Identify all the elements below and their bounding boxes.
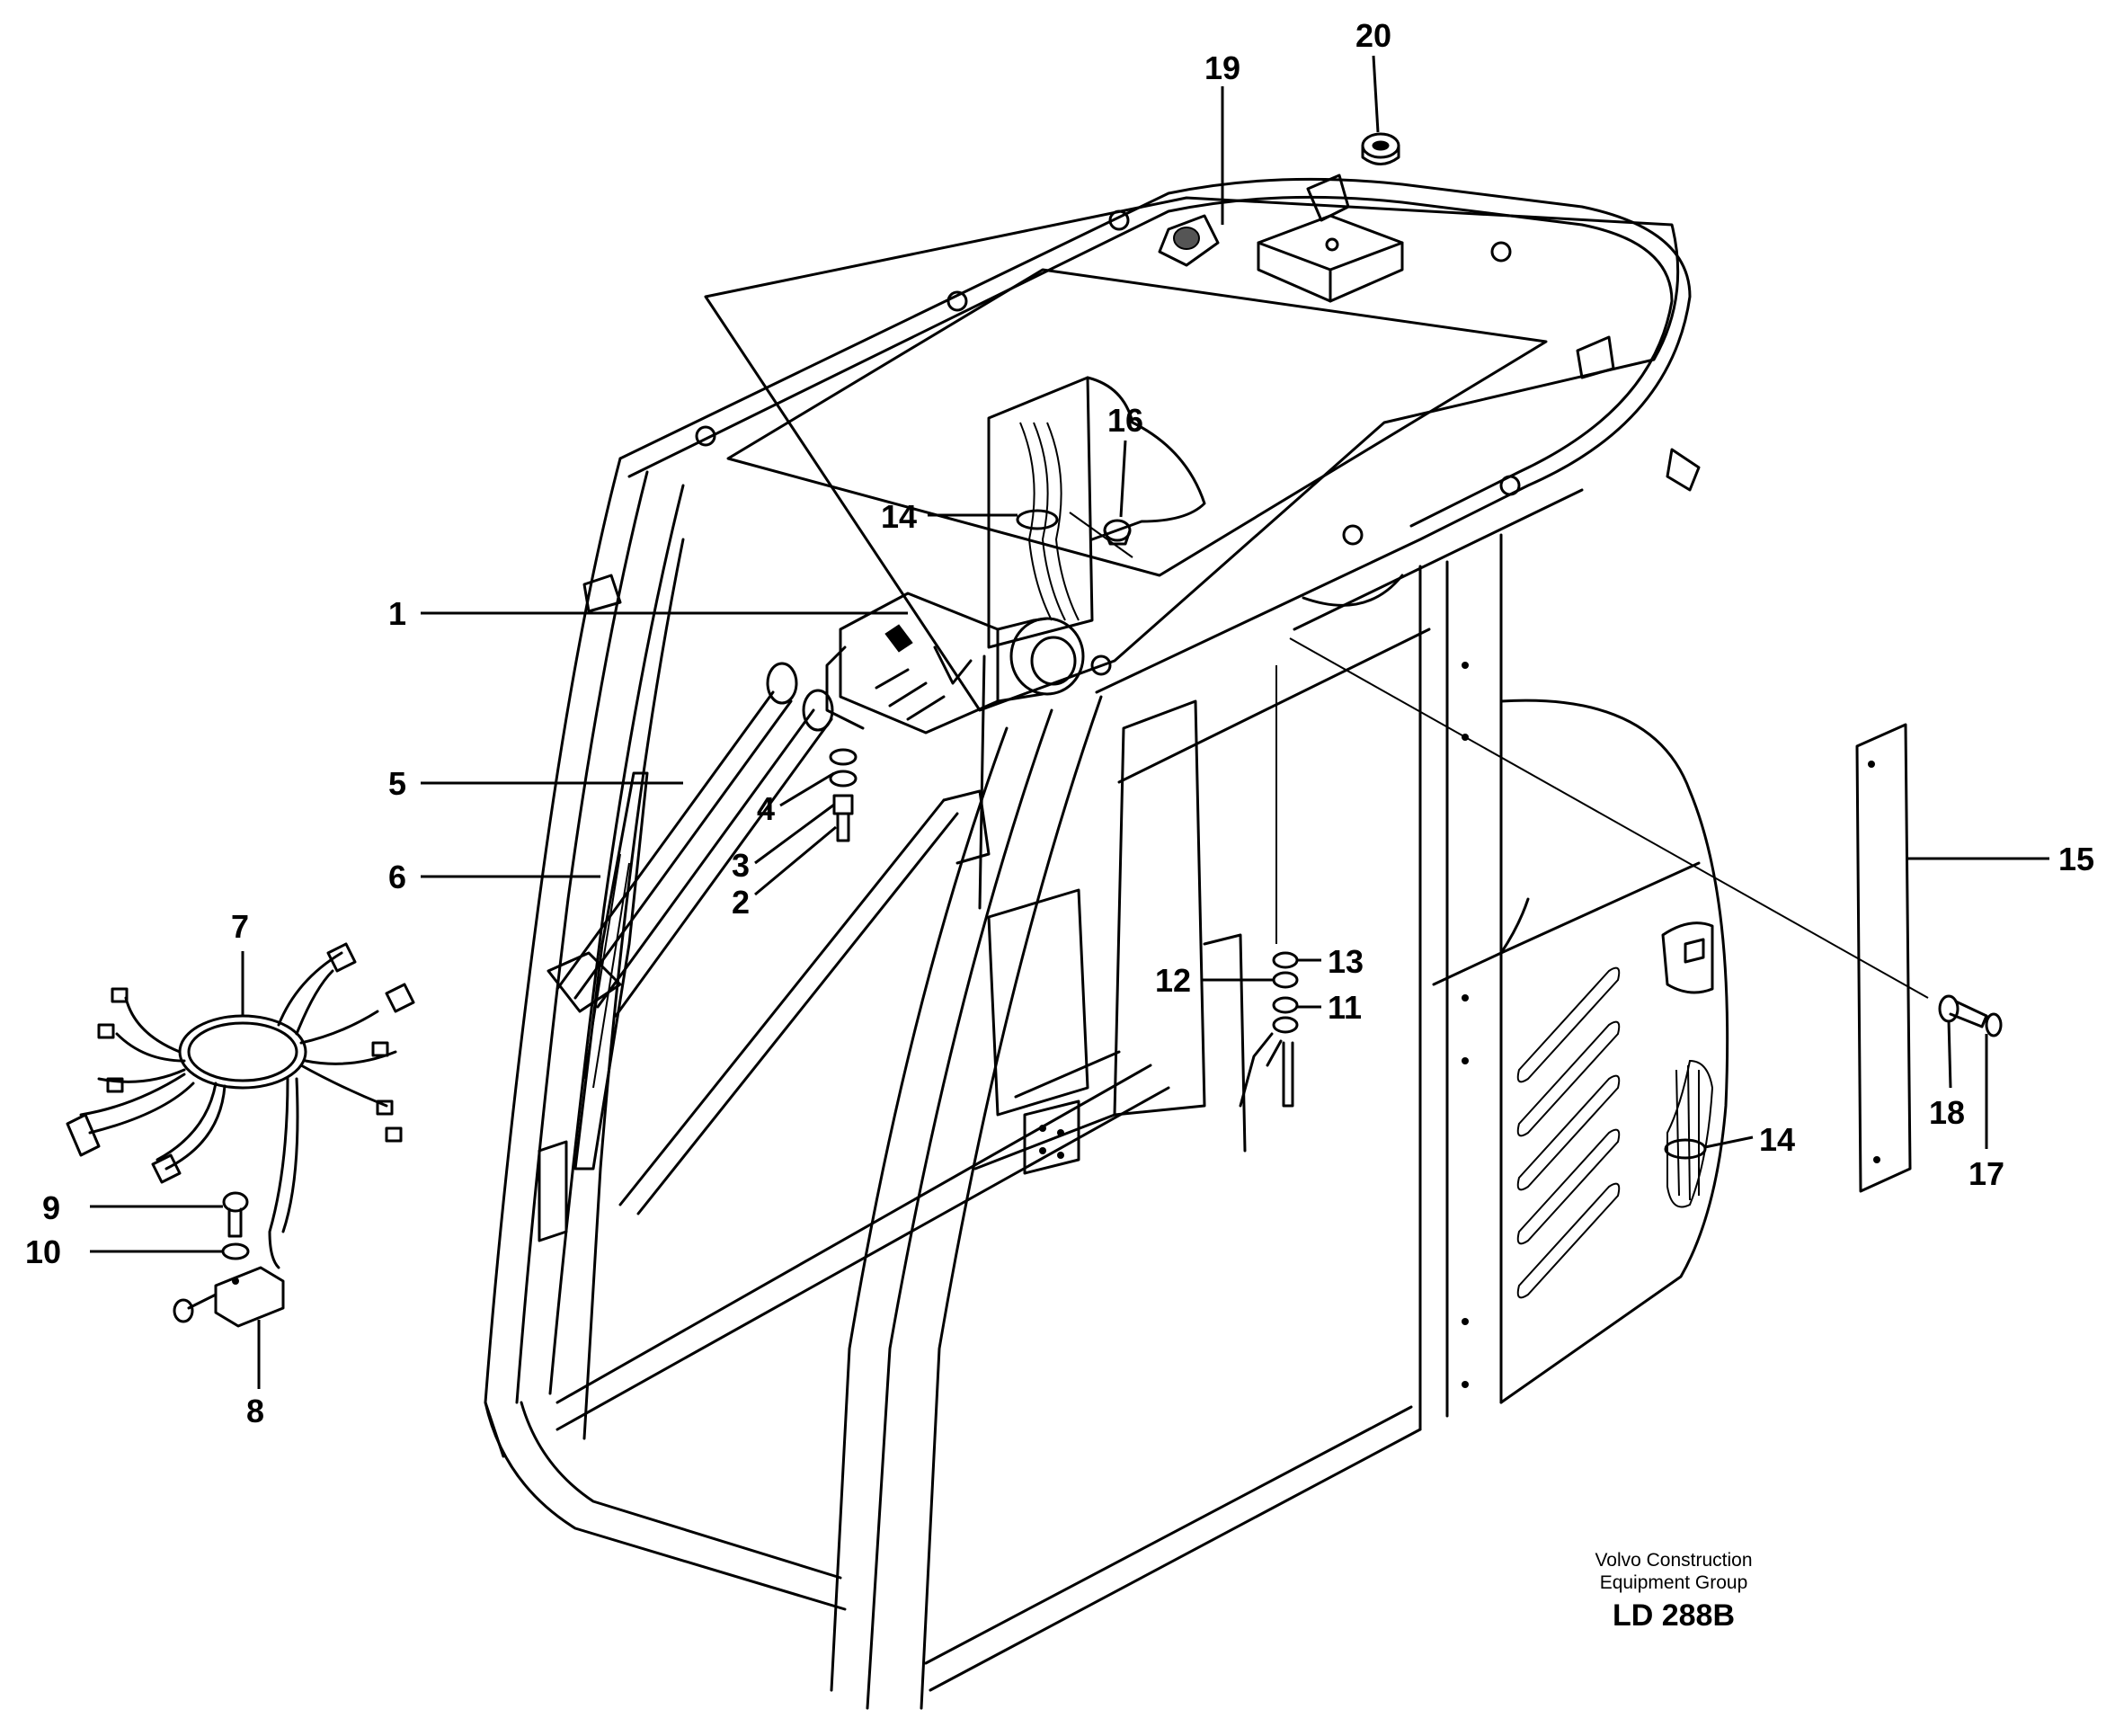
callout-14-lower: 14 [1759, 1121, 1795, 1158]
limit-switch [173, 1266, 285, 1328]
callout-18: 18 [1929, 1094, 1965, 1131]
callout-13: 13 [1328, 943, 1364, 980]
callout-14-upper: 14 [881, 498, 917, 535]
cover-plate [1855, 723, 1912, 1193]
callout-20: 20 [1355, 17, 1391, 54]
callout-19: 19 [1204, 49, 1240, 86]
callout-numbers: 1 2 3 4 5 6 7 8 9 10 11 12 13 14 14 15 1… [25, 17, 2094, 1429]
cab-frame [484, 174, 1729, 1710]
wiper-blade [573, 771, 649, 1171]
callout-4: 4 [757, 790, 775, 827]
company-line-1: Volvo Construction [1595, 1550, 1752, 1571]
mounting-hardware [221, 132, 2003, 1260]
callout-15: 15 [2058, 841, 2094, 877]
drawing-code: LD 288B [1613, 1598, 1735, 1633]
callout-17: 17 [1968, 1155, 2004, 1192]
callout-7: 7 [231, 908, 249, 945]
callout-1: 1 [388, 595, 406, 632]
callout-9: 9 [42, 1189, 60, 1226]
callout-12: 12 [1155, 962, 1191, 999]
callout-16: 16 [1107, 402, 1143, 439]
rear-louvers [1516, 966, 1621, 1299]
leader-lines [90, 55, 2049, 1389]
company-line-2: Equipment Group [1600, 1572, 1748, 1593]
footer: Volvo Construction Equipment Group LD 28… [1595, 1550, 1752, 1633]
callout-3: 3 [732, 847, 750, 884]
wiper-arm [547, 662, 834, 1018]
callout-11: 11 [1328, 989, 1362, 1026]
callout-2: 2 [732, 884, 750, 921]
callout-6: 6 [388, 859, 406, 895]
callout-5: 5 [388, 765, 406, 802]
callout-8: 8 [246, 1393, 264, 1429]
wiper-motor [825, 592, 1085, 734]
callout-10: 10 [25, 1233, 61, 1270]
